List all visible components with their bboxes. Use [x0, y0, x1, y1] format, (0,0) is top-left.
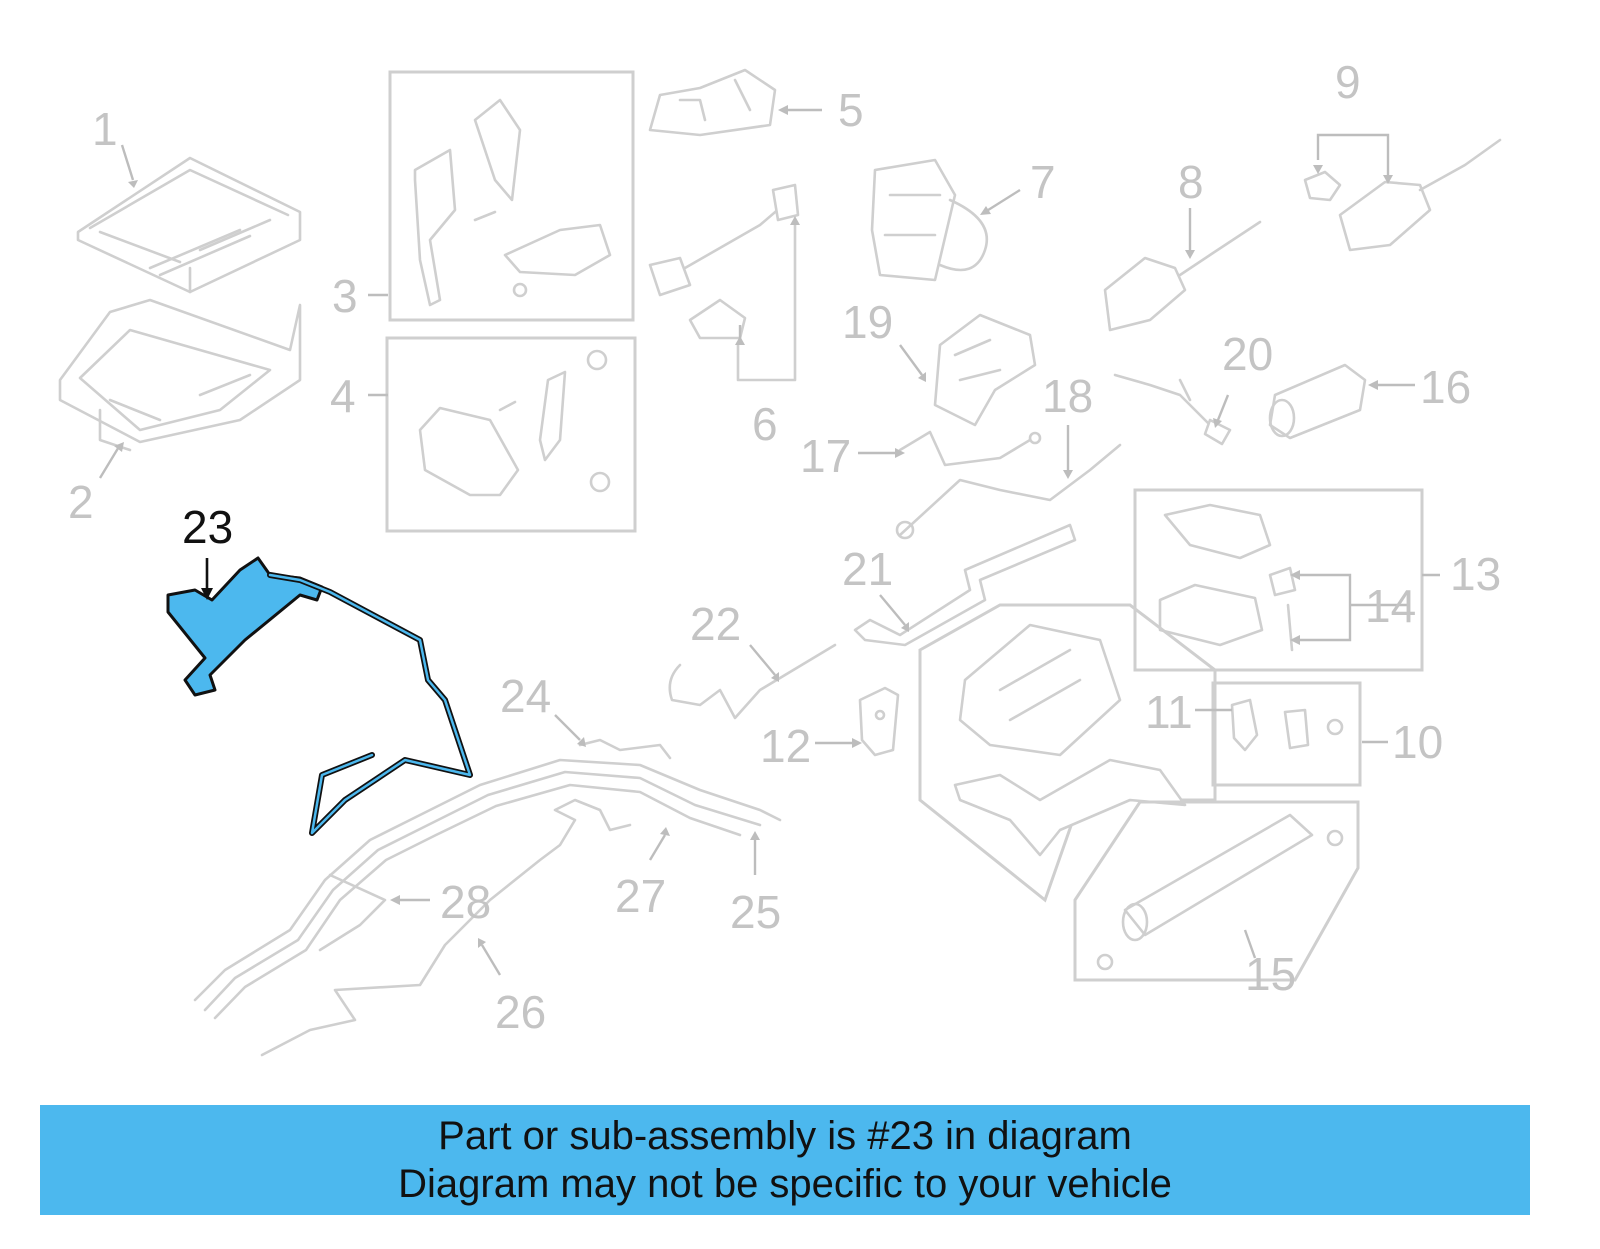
callout-4: 4 [330, 370, 356, 422]
part-1-control-module [76, 156, 302, 294]
callout-14: 14 [1365, 580, 1416, 632]
banner-line-2: Diagram may not be specific to your vehi… [398, 1162, 1172, 1206]
callout-24: 24 [500, 670, 551, 722]
callout-1: 1 [92, 103, 118, 155]
callout-21: 21 [842, 543, 893, 595]
callout-28: 28 [440, 876, 491, 928]
part-23-highlighted [166, 556, 473, 836]
part-16-filter [1268, 363, 1367, 440]
part-13-mount [1158, 503, 1272, 647]
group-box-10 [1211, 681, 1362, 787]
callout-11: 11 [1145, 686, 1193, 738]
part-18-wire [895, 443, 1122, 540]
part-4-sensor-kit [418, 349, 611, 497]
compressor-assembly [953, 623, 1187, 857]
part-10-11-hardware [1230, 698, 1344, 752]
callout-7: 7 [1030, 156, 1056, 208]
callout-16: 16 [1420, 361, 1471, 413]
group-box-13 [1133, 488, 1424, 672]
group-box-4 [385, 336, 637, 533]
callout-23: 23 [182, 501, 233, 553]
part-19-bracket [933, 313, 1037, 427]
callout-6: 6 [752, 398, 778, 450]
part-3-sensor-kit [413, 98, 612, 307]
part-2-bracket-tray [58, 298, 302, 452]
group-box-3 [388, 70, 635, 322]
part-20-sensor [1113, 373, 1232, 446]
part-12-bracket [858, 686, 900, 757]
callout-5: 5 [838, 84, 864, 136]
callout-12: 12 [760, 720, 811, 772]
callout-labels: 1 2 3 4 5 6 7 8 9 10 11 12 13 14 15 16 1… [68, 56, 1501, 1038]
callout-22: 22 [690, 598, 741, 650]
callout-19: 19 [842, 296, 893, 348]
callout-20: 20 [1222, 328, 1273, 380]
lines-24-28 [193, 738, 782, 1057]
callout-18: 18 [1042, 370, 1093, 422]
leader-lines [98, 105, 1440, 976]
callout-15: 15 [1245, 948, 1296, 1000]
callout-17: 17 [800, 430, 851, 482]
part-5-connector [648, 68, 777, 137]
callout-13: 13 [1450, 548, 1501, 600]
callout-9: 9 [1335, 56, 1361, 108]
callout-2: 2 [68, 476, 94, 528]
part-6-sensor-cable [648, 183, 800, 382]
callout-26: 26 [495, 986, 546, 1038]
part-22-line [668, 643, 837, 720]
group-box-compressor [918, 603, 1217, 903]
part-14-fasteners [1268, 566, 1297, 652]
part-9-plug-clip [1303, 138, 1502, 252]
callout-8: 8 [1178, 156, 1204, 208]
group-box-15 [1073, 800, 1360, 982]
part-7-valve [870, 158, 989, 282]
callout-10: 10 [1392, 716, 1443, 768]
part-15-tank [1096, 813, 1344, 971]
banner-line-1: Part or sub-assembly is #23 in diagram [438, 1114, 1132, 1158]
callout-27: 27 [615, 870, 666, 922]
part-17-wire [898, 430, 1042, 467]
info-banner: Part or sub-assembly is #23 in diagram D… [40, 1105, 1530, 1215]
callout-3: 3 [332, 270, 358, 322]
part-8-plug [1103, 220, 1262, 332]
part-21-line [853, 523, 1077, 647]
callout-25: 25 [730, 886, 781, 938]
